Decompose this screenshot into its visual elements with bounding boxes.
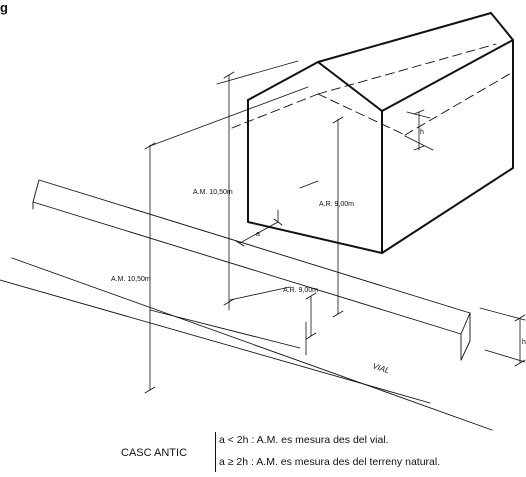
am-lower-label: A.M. 10,50m xyxy=(111,276,151,283)
legend-rule-2: a ≥ 2h : A.M. es mesura des del terreny … xyxy=(219,456,441,468)
road-curb xyxy=(32,179,471,361)
road-lines xyxy=(0,257,493,431)
building-back-roof-edge xyxy=(381,12,514,112)
building-ridge xyxy=(317,12,492,63)
road-label: VIAL xyxy=(371,361,390,375)
h-road-label: h xyxy=(522,339,526,346)
am-upper-label: A.M. 10,50m xyxy=(193,189,233,196)
building-dashed-lines xyxy=(231,43,514,136)
a-label: a xyxy=(256,231,260,238)
legend-title: CASC ANTIC xyxy=(121,447,188,459)
legend-rule-1: a < 2h : A.M. es mesura des del vial. xyxy=(219,434,389,446)
legend-divider xyxy=(215,432,216,472)
building xyxy=(247,12,514,254)
building-right-wall xyxy=(381,39,514,254)
h-building-label: h xyxy=(420,129,424,136)
figure-title-fragment: g xyxy=(0,0,8,15)
ar-upper-label: A.R. 9,00m xyxy=(319,201,354,208)
ar-lower-label: A.R. 9,00m xyxy=(283,287,318,294)
dimension-lines xyxy=(144,71,526,394)
building-front-wall xyxy=(247,99,383,254)
a-dim-line xyxy=(239,221,279,244)
